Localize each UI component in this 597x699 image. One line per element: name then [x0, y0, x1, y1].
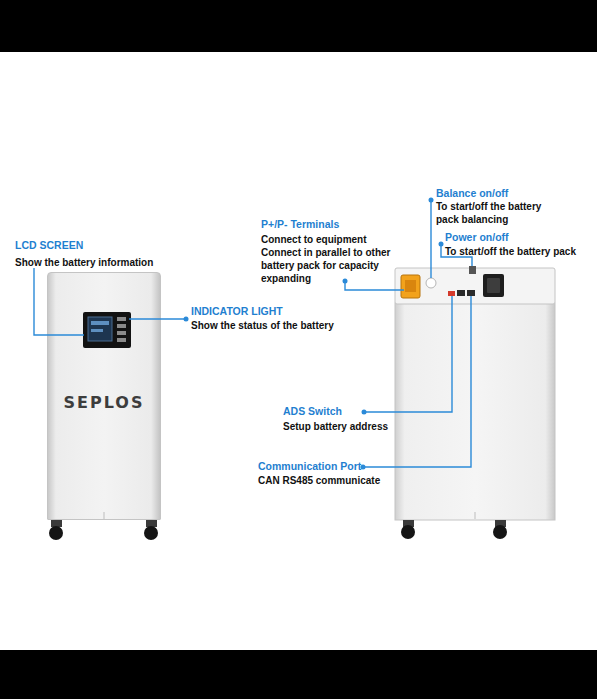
leader-dot [362, 410, 367, 415]
leader-line [34, 268, 84, 335]
lcd-screen [88, 317, 112, 341]
leader-dot [343, 279, 348, 284]
battery-cabinet: SEPLOS [47, 272, 161, 520]
callout-text: Setup battery address [283, 420, 388, 433]
leader-line [430, 200, 431, 278]
leader-line [364, 296, 452, 412]
power-switch [483, 274, 504, 297]
lcd-panel [83, 312, 131, 348]
callout-title: P+/P- Terminals [261, 218, 339, 231]
caster-mount [146, 520, 157, 527]
terminal-block [401, 275, 420, 298]
leader-line [345, 281, 404, 290]
callout-text: Connect in parallel to other battery pac… [261, 246, 396, 285]
comm-port [457, 290, 465, 296]
callout-title: Power on/off [445, 231, 509, 244]
comm-port [467, 290, 475, 296]
leader-lines [34, 200, 472, 467]
top-bar [0, 0, 597, 52]
callout-text: Connect to equipment [261, 233, 367, 246]
callout-text: To start/off the battery pack [445, 245, 576, 258]
callout-text: Show the battery information [15, 256, 153, 269]
callout-title: ADS Switch [283, 405, 342, 418]
bottom-bar [0, 650, 597, 699]
front-cabinet-details [49, 312, 158, 540]
ads-switch [448, 291, 455, 296]
rear-body [395, 303, 555, 520]
indicator-button [117, 331, 126, 335]
callout-title: INDICATOR LIGHT [191, 305, 283, 318]
indicator-button [117, 317, 126, 321]
seam [104, 512, 105, 519]
callout-text: To start/off the battery pack balancing [436, 200, 551, 226]
rear-cabinet [395, 266, 555, 539]
terminal-block [405, 280, 416, 292]
brand-logo: SEPLOS [48, 393, 160, 412]
callout-title: Communication Port [258, 460, 361, 473]
lcd-line [91, 321, 109, 325]
rear-top-panel [395, 268, 555, 304]
callout-text: Show the status of the battery [191, 319, 334, 332]
indicator-button [117, 324, 126, 328]
caster-mount [495, 520, 506, 527]
caster-wheel [493, 525, 507, 539]
indicator-button [117, 338, 126, 342]
leader-dots [184, 198, 444, 470]
caster-wheel [49, 526, 63, 540]
callout-title: Balance on/off [436, 187, 508, 200]
power-switch [487, 278, 500, 293]
leader-dot [184, 317, 189, 322]
caster-wheel [144, 526, 158, 540]
leader-line [363, 296, 471, 467]
seam [475, 512, 476, 519]
caster-mount [51, 520, 62, 527]
power-toggle [469, 266, 476, 274]
lcd-line [91, 329, 103, 332]
leader-dot [439, 242, 444, 247]
callout-title: LCD SCREEN [15, 239, 83, 252]
balance-button [426, 278, 436, 288]
leader-line [129, 318, 186, 319]
caster-mount [403, 520, 414, 527]
callout-text: CAN RS485 communicate [258, 474, 380, 487]
leader-dot [429, 198, 434, 203]
caster-wheel [401, 525, 415, 539]
